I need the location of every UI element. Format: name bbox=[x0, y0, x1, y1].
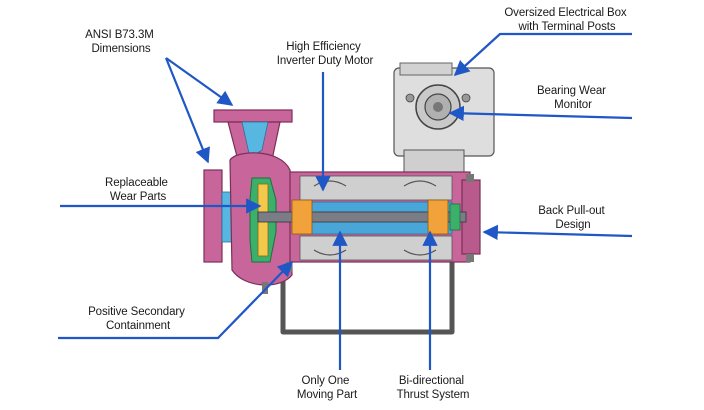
pump-illustration bbox=[203, 62, 495, 335]
ansi-arrow-top bbox=[165, 57, 234, 106]
callout-arrows bbox=[58, 32, 633, 370]
pull-out-arrow bbox=[482, 224, 633, 241]
electrical-box-label: Oversized Electrical Box with Terminal P… bbox=[504, 7, 629, 33]
thrust-bearing bbox=[427, 199, 449, 235]
pump-casing bbox=[203, 109, 293, 294]
ansi-arrow-front bbox=[164, 57, 210, 164]
wear-parts-label: Replaceable Wear Parts bbox=[105, 177, 171, 203]
callout-labels: ANSI B73.3M Dimensions High Efficiency I… bbox=[85, 7, 629, 401]
shaft bbox=[257, 211, 467, 223]
thrust-label: Bi-directional Thrust System bbox=[397, 375, 470, 401]
electrical-box bbox=[393, 62, 495, 177]
ansi-label: ANSI B73.3M Dimensions bbox=[85, 29, 157, 55]
bearing-monitor-arrow bbox=[448, 105, 633, 122]
base-frame bbox=[280, 262, 455, 335]
bearing-monitor-label: Bearing Wear Monitor bbox=[537, 85, 609, 111]
containment-arrow bbox=[58, 260, 294, 340]
pull-out-label: Back Pull-out Design bbox=[538, 205, 608, 231]
containment-label: Positive Secondary Containment bbox=[88, 306, 188, 332]
front-bearing bbox=[291, 199, 313, 235]
motor-housing bbox=[257, 171, 481, 263]
motor-label: High Efficiency Inverter Duty Motor bbox=[277, 41, 374, 67]
moving-part-label: Only One Moving Part bbox=[297, 375, 358, 401]
electrical-box-arrow bbox=[453, 32, 632, 77]
